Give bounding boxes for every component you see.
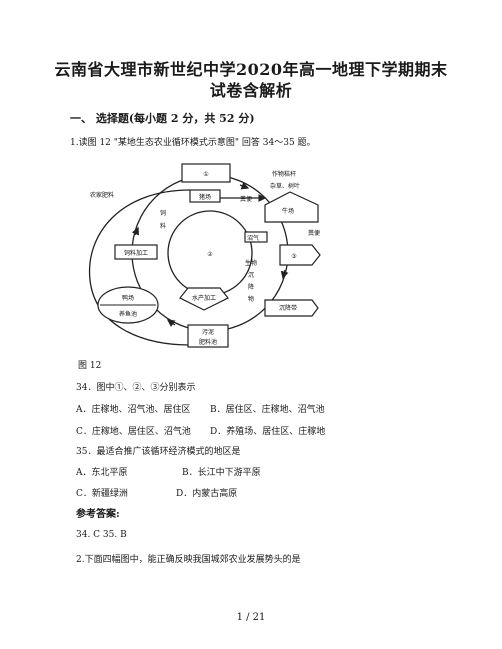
- q35-option-a: A．东北平原: [76, 468, 128, 478]
- bio-sediment-label-3: 降: [248, 283, 254, 291]
- box-1: [181, 163, 231, 183]
- pig-farm-label: 猪场: [199, 193, 211, 201]
- box-3: [279, 244, 321, 266]
- biogas-box: [244, 231, 268, 243]
- q34-option-a: A．庄稼地、沼气池、居住区: [76, 405, 191, 415]
- q34-stem: 34．图中①、②、③分别表示: [76, 383, 196, 393]
- bio-sediment-label-4: 物: [248, 295, 254, 303]
- eco-agriculture-cycle-diagram: ① 猪场 农家肥料 作物秸秆 杂草、树叶 粪便 牛场 饲 料 沼气 粪便 ③ 饲…: [88, 163, 321, 348]
- q35-stem: 35．最适合推广该循环经济模式的地区是: [76, 447, 241, 457]
- pig-farm-box: [189, 189, 221, 203]
- q34-option-c: C．庄稼地、居住区、沼气池: [76, 427, 191, 437]
- straw-label: 作物秸秆: [272, 170, 296, 178]
- sludge-pond-label-2: 肥料池: [199, 338, 217, 346]
- box-1-label: ①: [203, 171, 208, 178]
- box-2-label: ②: [207, 251, 213, 258]
- bio-sediment-label-1: 生物: [245, 259, 257, 267]
- page-number: 1 / 21: [236, 612, 266, 623]
- duck-farm-label: 鸭场: [122, 294, 134, 302]
- page-title-line-2: 试卷含解析: [209, 81, 293, 100]
- q35-option-c: C．新疆绿洲: [76, 489, 128, 499]
- question-2-stem: 2.下面四幅图中，能正确反映我国城郊农业发展势头的是: [76, 555, 301, 565]
- aquatic-processing-label: 水产加工: [192, 294, 216, 302]
- answer-text: 34. C 35. B: [76, 530, 127, 540]
- q34-option-b: B．居住区、庄稼地、沼气池: [210, 405, 325, 415]
- manure-right-label: 粪便: [308, 229, 320, 237]
- feed-processing-box: [114, 244, 158, 260]
- q34-option-d: D．养殖场、居住区、庄稼地: [210, 427, 326, 437]
- aquatic-processing-box: [179, 287, 229, 311]
- manure-label: 农家肥料: [90, 191, 114, 199]
- sludge-pond-label-1: 污泥: [202, 328, 214, 336]
- page-title-line-1: 云南省大理市新世纪中学2020年高一地理下学期期末: [54, 60, 448, 79]
- q35-option-b: B．长江中下游平原: [182, 468, 261, 478]
- outer-left-loop: [88, 189, 191, 346]
- sludge-pond-box: [187, 324, 229, 348]
- answer-heading: 参考答案:: [76, 509, 120, 520]
- sediment-zone-box: [264, 299, 319, 317]
- weeds-label: 杂草、树叶: [270, 182, 300, 190]
- biogas-label: 沼气: [247, 234, 259, 242]
- q35-option-d: D．内蒙古高原: [176, 489, 238, 499]
- section-heading: 一、 选择题(每小题 2 分，共 52 分): [70, 112, 255, 125]
- fish-pond-label: 养鱼池: [119, 310, 137, 318]
- feed-label-2: 料: [160, 222, 166, 230]
- sediment-zone-label: 沉降带: [279, 304, 297, 312]
- feed-processing-label: 饲料加工: [124, 249, 148, 257]
- box-3-label: ③: [291, 253, 296, 260]
- feed-label-1: 饲: [160, 209, 166, 217]
- cattle-farm-label: 牛场: [282, 207, 294, 215]
- cattle-farm-box: [264, 191, 319, 223]
- figure-caption: 图 12: [78, 361, 102, 371]
- manure-arrow-label: 粪便: [240, 195, 252, 203]
- bio-sediment-label-2: 沉: [248, 271, 254, 279]
- question-intro: 1.读图 12 "某地生态农业循环模式示意图" 回答 34～35 题。: [70, 138, 316, 148]
